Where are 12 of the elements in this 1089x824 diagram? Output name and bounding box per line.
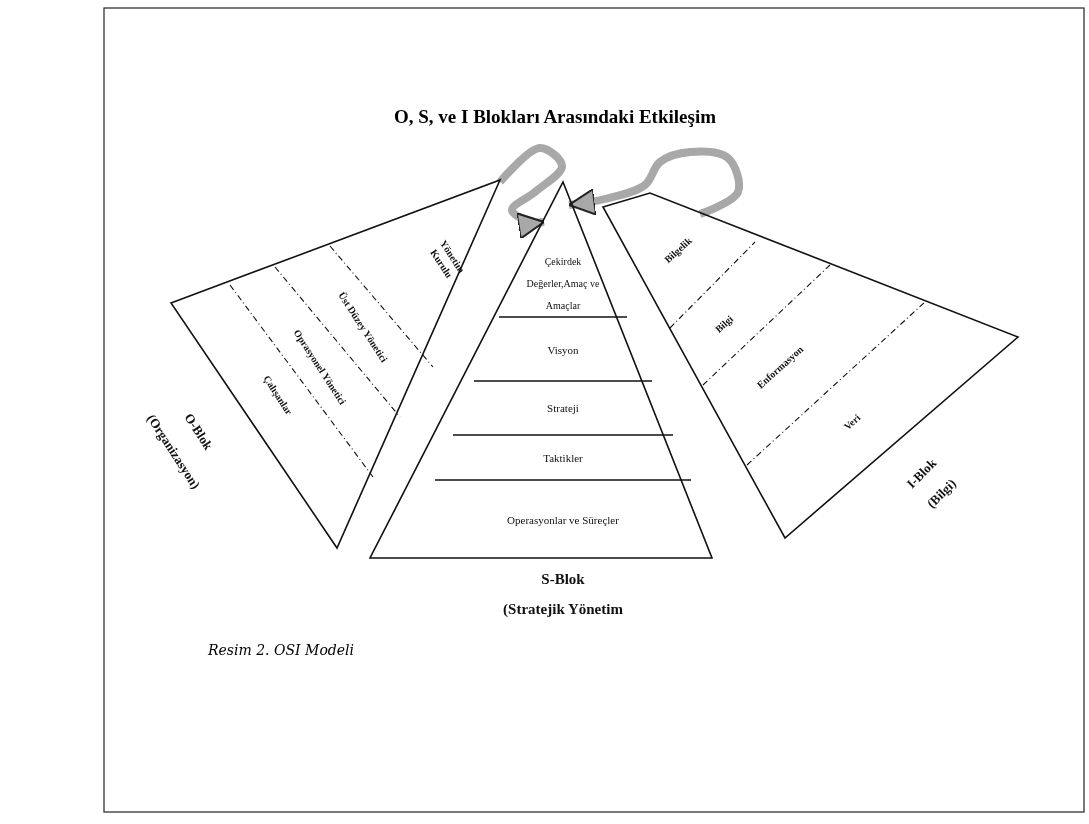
- curved-arrow: [496, 144, 566, 240]
- block-label: S-Blok: [541, 570, 585, 590]
- curved-arrow: [568, 147, 744, 218]
- level-label: Çekirdek Değerler,Amaç ve Amaçlar: [526, 255, 600, 313]
- block-label: (Stratejik Yönetim: [503, 600, 623, 620]
- level-label: Visyon: [547, 342, 579, 358]
- figure-caption: Resim 2. OSI Modeli: [208, 642, 355, 658]
- level-label: Strateji: [547, 400, 579, 416]
- level-label: Veri: [840, 411, 864, 433]
- level-label: Taktikler: [543, 450, 583, 466]
- diagram-title: O, S, ve I Blokları Arasındaki Etkileşim: [393, 106, 717, 128]
- level-label: Operasyonlar ve Süreçler: [507, 512, 619, 528]
